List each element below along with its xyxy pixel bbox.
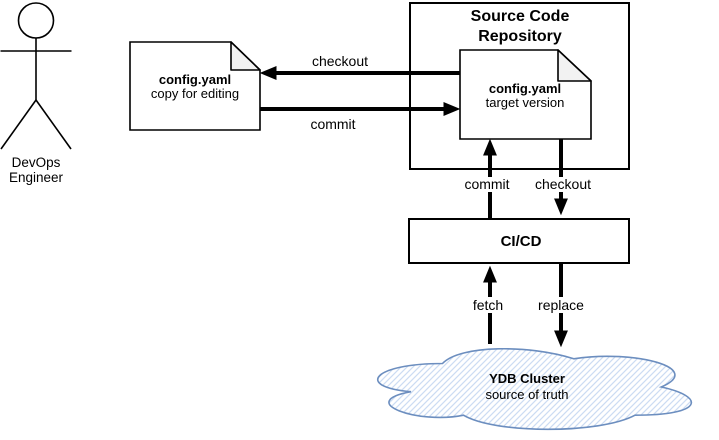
fetch-label-bg [468,297,509,313]
cluster-subtitle: source of truth [485,387,568,402]
cicd-label: CI/CD [501,233,542,250]
replace-label-bg [532,297,590,313]
repository-title-line2: Repository [478,28,562,45]
cicd-rect [408,218,630,264]
fetch-arrowhead-icon [483,265,497,283]
working-copy-outline [129,41,261,131]
working-copy-document: config.yaml copy for editing [129,41,261,131]
commit-arrowhead-icon [443,102,461,116]
checkout-down-label-bg [530,177,595,192]
cluster-title: YDB Cluster [489,371,565,386]
commit-up-arrowhead-icon [483,138,497,156]
actor-devops-engineer: DevOps Engineer [0,2,72,185]
edge-checkout-to-working-copy: checkout [259,53,460,80]
edge-commit-to-repository: commit [260,102,461,132]
checkout-label: checkout [312,53,368,69]
edge-replace: replace [532,263,590,348]
actor-right-leg [35,99,72,150]
cloud-outline [377,348,693,431]
replace-arrowhead-icon [554,330,568,348]
checkout-down-arrowhead-icon [554,198,568,216]
repository-document: config.yaml target version [459,49,592,140]
replace-label: replace [538,297,584,313]
actor-label-line2: Engineer [9,170,64,185]
ydb-cluster-cloud: YDB Cluster source of truth [377,348,693,431]
repository-title-line1: Source Code [471,8,570,25]
repository-doc-subtitle: target version [486,95,565,110]
edge-commit-from-cicd: commit [459,138,515,219]
fetch-label: fetch [473,297,503,313]
checkout-arrowhead-icon [259,66,277,80]
commit-up-label-bg [459,177,515,192]
actor-label-line1: DevOps [12,155,61,170]
actor-left-leg [0,99,37,150]
edge-fetch: fetch [468,265,509,344]
edge-checkout-to-cicd: checkout [530,139,595,216]
working-copy-fold-icon [230,41,261,71]
checkout-down-label: checkout [535,176,591,192]
repository-doc-name: config.yaml [489,81,561,96]
commit-label: commit [310,116,355,132]
actor-head-icon [17,2,55,39]
working-copy-name: config.yaml [159,72,231,87]
repository-doc-fold-icon [557,49,592,82]
cicd-box: CI/CD [408,218,630,264]
working-copy-subtitle: copy for editing [151,86,239,101]
commit-up-label: commit [464,176,509,192]
